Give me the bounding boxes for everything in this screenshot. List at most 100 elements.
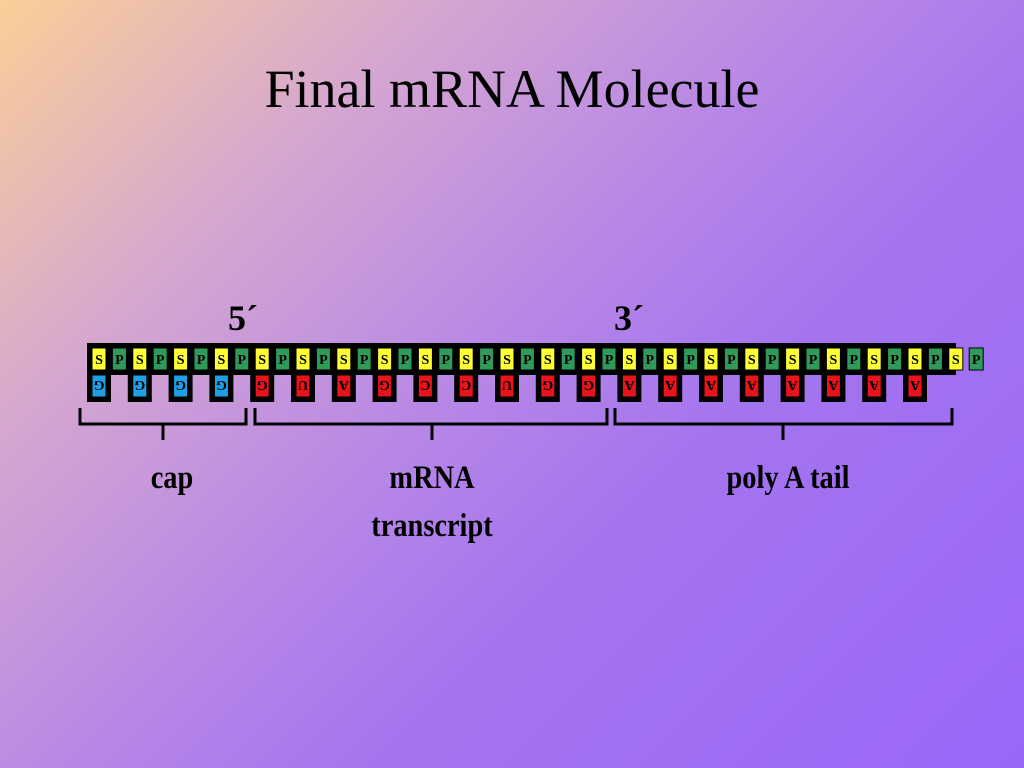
sugar-block: S xyxy=(540,347,556,371)
phosphate-block: P xyxy=(805,347,821,371)
sugar-letter: S xyxy=(585,353,593,368)
phosphate-letter: P xyxy=(646,353,655,368)
sugar-letter: S xyxy=(830,353,838,368)
phosphate-letter: P xyxy=(809,353,818,368)
base-letter: C xyxy=(420,377,430,392)
sugar-block: S xyxy=(907,347,923,371)
sugar-block: S xyxy=(458,347,474,371)
base-transcript: G xyxy=(535,372,560,402)
base-tail: A xyxy=(903,372,927,402)
base-letter: A xyxy=(664,377,675,392)
base-cap: G xyxy=(209,372,234,402)
phosphate-letter: P xyxy=(605,353,614,368)
transcript-label-line1: mRNA xyxy=(389,460,475,496)
sugar-block: S xyxy=(213,347,229,371)
base-tail: A xyxy=(821,372,846,402)
poly-a-tail-label: poly A tail xyxy=(726,460,850,496)
phosphate-letter: P xyxy=(727,353,736,368)
phosphate-block: P xyxy=(315,347,331,371)
phosphate-block: P xyxy=(152,347,168,371)
phosphate-block: P xyxy=(642,347,658,371)
phosphate-block: P xyxy=(275,347,291,371)
phosphate-letter: P xyxy=(850,353,859,368)
base-cap: G xyxy=(127,372,152,402)
phosphate-block: P xyxy=(397,347,413,371)
phosphate-block: P xyxy=(723,347,739,371)
base-tail: A xyxy=(862,372,887,402)
sugar-letter: S xyxy=(707,353,715,368)
sugar-letter: S xyxy=(666,353,674,368)
sugar-block: S xyxy=(621,347,637,371)
base-letter: G xyxy=(134,377,145,392)
phosphate-letter: P xyxy=(278,353,287,368)
phosphate-block: P xyxy=(234,347,250,371)
base-letter: A xyxy=(787,377,798,392)
base-transcript: G xyxy=(576,372,601,402)
sugar-letter: S xyxy=(381,353,389,368)
transcript-label-line2: transcript xyxy=(371,508,493,544)
sugar-letter: S xyxy=(503,353,511,368)
phosphate-letter: P xyxy=(931,353,940,368)
phosphate-block: P xyxy=(519,347,535,371)
sugar-letter: S xyxy=(340,353,348,368)
base-letter: G xyxy=(257,377,268,392)
sugar-letter: S xyxy=(258,353,266,368)
sugar-letter: S xyxy=(911,353,919,368)
sugar-letter: S xyxy=(789,353,797,368)
base-letter: A xyxy=(623,377,634,392)
phosphate-block: P xyxy=(356,347,372,371)
base-letter: G xyxy=(583,377,594,392)
phosphate-letter: P xyxy=(197,353,206,368)
sugar-block: S xyxy=(581,347,597,371)
phosphate-block: P xyxy=(683,347,699,371)
sugar-letter: S xyxy=(422,353,430,368)
sugar-letter: S xyxy=(177,353,185,368)
phosphate-letter: P xyxy=(360,353,369,368)
slide-title: Final mRNA Molecule xyxy=(264,59,760,119)
sugar-block: S xyxy=(173,347,189,371)
phosphate-letter: P xyxy=(768,353,777,368)
phosphate-block: P xyxy=(764,347,780,371)
three-prime-label: 3´ xyxy=(614,298,644,338)
sugar-block: S xyxy=(417,347,433,371)
tail-bracket xyxy=(613,408,954,426)
base-letter: G xyxy=(175,377,186,392)
sugar-letter: S xyxy=(95,353,103,368)
base-transcript: A xyxy=(331,372,356,402)
sugar-block: S xyxy=(744,347,760,371)
sugar-block: S xyxy=(499,347,515,371)
sugar-letter: S xyxy=(952,353,960,368)
phosphate-block: P xyxy=(887,347,903,371)
sugar-letter: S xyxy=(462,353,470,368)
cap-bracket xyxy=(78,408,248,426)
sugar-block: S xyxy=(91,347,107,371)
cap-label: cap xyxy=(150,460,194,496)
phosphate-letter: P xyxy=(238,353,247,368)
phosphate-block: P xyxy=(846,347,862,371)
base-transcript: U xyxy=(495,372,519,402)
base-cap: G xyxy=(168,372,193,402)
base-transcript: C xyxy=(413,372,438,402)
phosphate-block: P xyxy=(927,347,943,371)
base-cap: G xyxy=(87,372,111,402)
phosphate-letter: P xyxy=(401,353,410,368)
sugar-block: S xyxy=(132,347,148,371)
base-letter: A xyxy=(909,377,920,392)
five-prime-label: 5´ xyxy=(228,298,258,338)
phosphate-letter: P xyxy=(890,353,899,368)
phosphate-letter: P xyxy=(442,353,451,368)
sugar-block: S xyxy=(948,347,964,371)
phosphate-block: P xyxy=(438,347,454,371)
phosphate-block: P xyxy=(560,347,576,371)
sugar-block: S xyxy=(866,347,882,371)
base-transcript: U xyxy=(291,372,315,402)
base-tail: A xyxy=(658,372,683,402)
sugar-letter: S xyxy=(544,353,552,368)
base-transcript: G xyxy=(250,372,275,402)
phosphate-block: P xyxy=(193,347,209,371)
base-transcript: C xyxy=(454,372,479,402)
base-letter: A xyxy=(868,377,879,392)
phosphate-letter: P xyxy=(523,353,532,368)
